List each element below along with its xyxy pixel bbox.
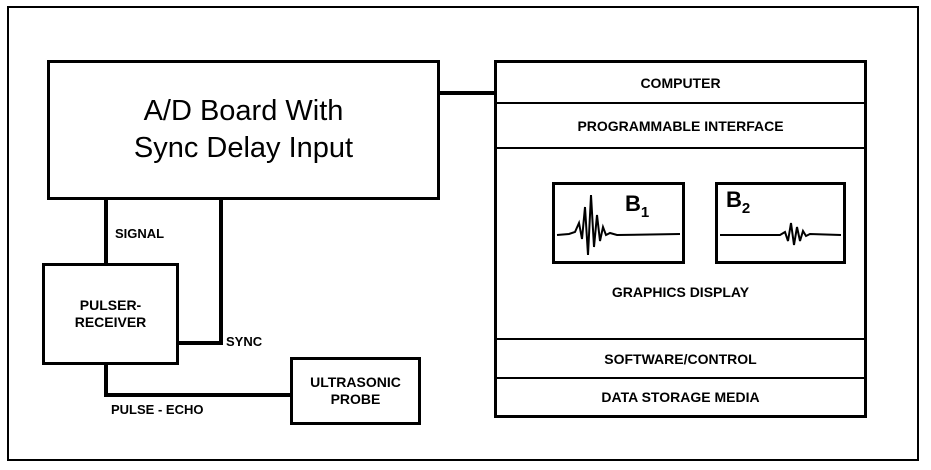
screen-b2-label: B2 <box>726 187 750 217</box>
screen-b1-label: B1 <box>625 191 649 221</box>
graphics-display-label: GRAPHICS DISPLAY <box>611 284 750 300</box>
screen-b1-sub: 1 <box>640 204 650 221</box>
screen-b1-letter: B <box>625 191 641 216</box>
computer-title: COMPUTER <box>497 63 864 104</box>
ultrasonic-probe-box: ULTRASONIC PROBE <box>290 357 421 425</box>
signal-label: SIGNAL <box>115 226 165 241</box>
software-control-text: SOFTWARE/CONTROL <box>604 350 757 367</box>
pulse-echo-vertical-line <box>104 365 108 395</box>
software-control-section: SOFTWARE/CONTROL <box>497 340 864 379</box>
diagram-frame <box>7 6 919 461</box>
pulser-receiver-box: PULSER- RECEIVER <box>42 263 179 365</box>
screen-b2-sub: 2 <box>741 200 751 217</box>
graphics-screen-b2: B2 <box>715 182 846 264</box>
graphics-display-section: B1 B2 GRAPHICS DISPLAY <box>497 149 864 340</box>
sync-label: SYNC <box>226 334 263 349</box>
ad-board-title-line2: Sync Delay Input <box>133 132 354 164</box>
ad-board-box: A/D Board With Sync Delay Input <box>47 60 440 200</box>
pulser-receiver-line2: RECEIVER <box>74 314 147 330</box>
waveform-b2-icon <box>720 222 842 246</box>
programmable-interface-section: PROGRAMMABLE INTERFACE <box>497 104 864 149</box>
pulse-echo-horizontal-line <box>104 393 294 397</box>
programmable-interface-text: PROGRAMMABLE INTERFACE <box>577 117 784 134</box>
data-storage-text: DATA STORAGE MEDIA <box>601 389 760 405</box>
sync-vertical-line <box>219 200 223 345</box>
sync-horizontal-line <box>176 341 222 345</box>
signal-line <box>104 200 108 263</box>
data-storage-section: DATA STORAGE MEDIA <box>497 379 864 415</box>
graphics-screen-b1: B1 <box>552 182 685 264</box>
screen-b2-letter: B <box>726 187 742 212</box>
ad-board-title-line1: A/D Board With <box>143 95 344 127</box>
probe-line2: PROBE <box>330 391 381 407</box>
probe-line1: ULTRASONIC <box>310 374 401 390</box>
computer-title-text: COMPUTER <box>640 74 721 91</box>
waveform-b1-icon <box>556 194 681 256</box>
ad-to-computer-line <box>440 91 496 95</box>
pulse-echo-label: PULSE - ECHO <box>111 402 204 417</box>
pulser-receiver-line1: PULSER- <box>79 297 142 313</box>
computer-box: COMPUTER PROGRAMMABLE INTERFACE B1 B2 GR… <box>494 60 867 418</box>
